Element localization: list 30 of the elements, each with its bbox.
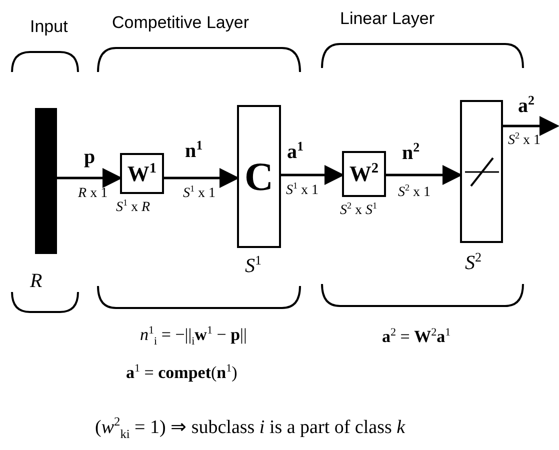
dimension-label: S$^{1}$ <box>245 255 262 277</box>
linear-transfer-box <box>460 100 503 243</box>
input-bar <box>35 108 57 254</box>
arrow <box>57 168 122 188</box>
heading: Linear Layer <box>340 10 435 29</box>
arrow <box>164 168 240 188</box>
formula: n$^{1}$$_{i}$ = −||$_{i}$w$^{1}$ − p|| <box>140 326 247 345</box>
dimension-label: S$^{2}$ <box>465 252 482 274</box>
arrow <box>281 165 344 185</box>
box-label: C <box>244 153 274 200</box>
arrow <box>503 116 559 136</box>
heading: Competitive Layer <box>112 14 250 33</box>
dimension-label: S$^{2}$ x 1 <box>508 133 541 148</box>
dimension-label: S$^{1}$ x 1 <box>286 183 319 198</box>
layer-box <box>120 153 164 194</box>
caption-text: (w$^{2}$$_{ki}$ = 1) ⇒ subclass i is a part of class k <box>95 418 406 439</box>
formula: a$^{1}$ = compet(n$^{1}$) <box>126 364 238 383</box>
dimension-label: S$^{1}$ x 1 <box>183 186 216 202</box>
box-label: W$^{2}$ <box>349 161 379 187</box>
dimension-label: S$^{1}$ x R <box>116 200 150 216</box>
dimension-label: S$^{2}$ x S$^{1}$ <box>340 203 378 218</box>
dimension-label: R <box>30 270 42 292</box>
layer-box <box>342 151 386 197</box>
layer-box <box>237 105 281 248</box>
formula: a$^{2}$ = W$^{2}$a$^{1}$ <box>382 328 451 347</box>
box-label: W$^{1}$ <box>127 160 157 186</box>
dimension-label: R x 1 <box>78 186 108 202</box>
heading: Input <box>30 18 68 37</box>
arrow <box>386 165 462 185</box>
dimension-label: S$^{2}$ x 1 <box>398 185 431 200</box>
